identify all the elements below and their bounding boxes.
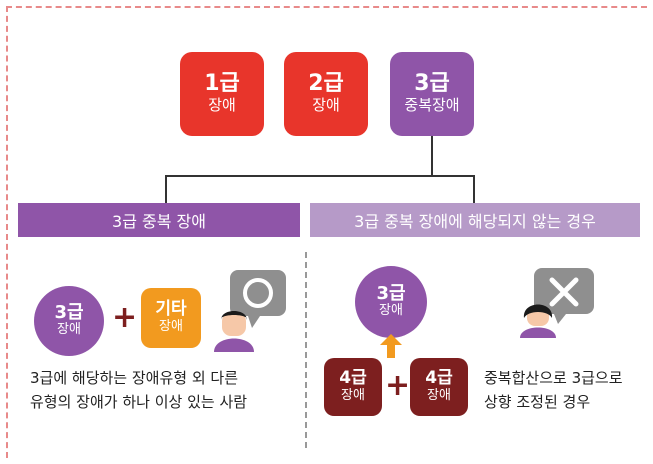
right-person-bubble xyxy=(520,268,594,338)
other-box-label: 장애 xyxy=(159,318,183,334)
right-circle-number: 3급 xyxy=(376,282,406,304)
left-caption-line-1: 3급에 해당하는 장애유형 외 다른 xyxy=(30,369,239,387)
up-arrow-icon xyxy=(380,334,402,358)
grade-4-second-number: 4급 xyxy=(425,368,453,389)
section-divider xyxy=(305,252,307,448)
dashed-frame xyxy=(6,6,647,458)
left-person-bubble xyxy=(214,270,286,352)
grade-3-number: 3급 xyxy=(414,71,450,97)
right-caption-line-2: 상향 조정된 경우 xyxy=(484,393,591,411)
left-plus-sign: + xyxy=(112,300,138,335)
grade-2-box: 2급 장애 xyxy=(284,52,368,136)
right-caption: 중복합산으로 3급으로 상향 조정된 경우 xyxy=(484,366,644,414)
grade-1-box: 1급 장애 xyxy=(180,52,264,136)
grade-1-label: 장애 xyxy=(208,96,236,115)
grade-4-box-first: 4급 장애 xyxy=(324,358,382,416)
connector-horizontal xyxy=(165,175,475,177)
grade-1-number: 1급 xyxy=(204,71,240,97)
right-grade-3-circle: 3급 장애 xyxy=(355,266,427,338)
x-mark-icon xyxy=(549,277,579,307)
other-box-title: 기타 xyxy=(155,299,187,320)
right-category-bar: 3급 중복 장애에 해당되지 않는 경우 xyxy=(310,203,640,237)
grade-3-box: 3급 중복장애 xyxy=(390,52,474,136)
circle-o-icon xyxy=(243,278,273,308)
connector-vertical xyxy=(431,136,433,176)
grade-4-box-second: 4급 장애 xyxy=(410,358,468,416)
connector-left xyxy=(165,175,167,203)
speech-bubble-right xyxy=(534,268,594,324)
person-icon-right xyxy=(520,304,556,338)
left-category-bar: 3급 중복 장애 xyxy=(18,203,300,237)
left-grade-3-circle: 3급 장애 xyxy=(34,286,104,356)
left-circle-label: 장애 xyxy=(57,322,81,338)
left-caption: 3급에 해당하는 장애유형 외 다른 유형의 장애가 하나 이상 있는 사람 xyxy=(30,366,300,414)
left-circle-number: 3급 xyxy=(54,301,84,323)
other-disability-box: 기타 장애 xyxy=(141,288,201,348)
grade-2-number: 2급 xyxy=(308,71,344,97)
right-circle-label: 장애 xyxy=(379,303,403,319)
grade-4-first-label: 장애 xyxy=(341,387,365,403)
right-caption-line-1: 중복합산으로 3급으로 xyxy=(484,369,623,387)
grade-3-label: 중복장애 xyxy=(404,96,460,115)
right-plus-sign: + xyxy=(385,368,411,403)
left-caption-line-2: 유형의 장애가 하나 이상 있는 사람 xyxy=(30,393,248,411)
grade-2-label: 장애 xyxy=(312,96,340,115)
speech-bubble-left xyxy=(230,270,286,328)
person-icon xyxy=(214,311,254,352)
grade-4-first-number: 4급 xyxy=(339,368,367,389)
connector-right xyxy=(473,175,475,203)
grade-4-second-label: 장애 xyxy=(427,387,451,403)
